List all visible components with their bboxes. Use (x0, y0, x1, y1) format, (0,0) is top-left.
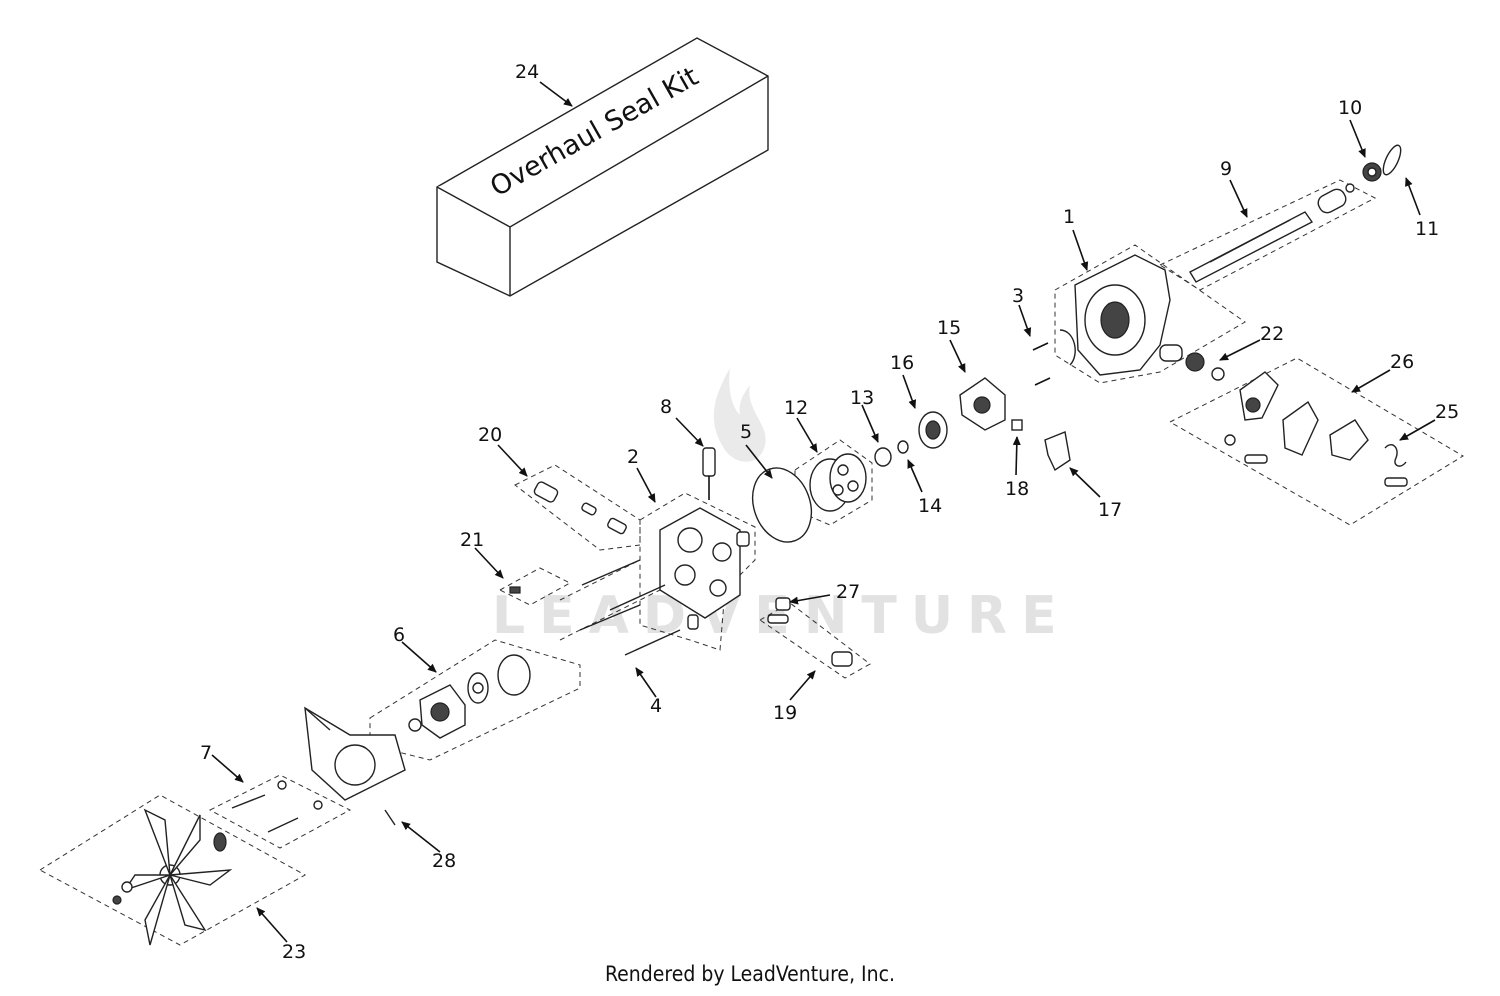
leader-lines (211, 81, 1436, 943)
cooling-fan (112, 808, 233, 946)
group-7-outline (208, 774, 352, 849)
center-section (959, 377, 1006, 431)
main-housing (1059, 254, 1171, 376)
callout-13: 13 (850, 387, 874, 409)
group-21-outline (498, 567, 572, 606)
check-valve-parts (533, 481, 627, 535)
group-outlines (39, 179, 1464, 946)
watermark: LEADVENTURE (492, 368, 1057, 646)
callout-21: 21 (460, 529, 484, 551)
end-cap (659, 507, 750, 630)
group-20-outline (514, 464, 641, 551)
callout-15: 15 (937, 317, 961, 339)
bypass-valve (702, 447, 716, 500)
small-part-21 (509, 586, 521, 594)
o-ring (751, 467, 813, 543)
callout-7: 7 (200, 742, 212, 764)
callout-23: 23 (282, 941, 306, 963)
callout-11: 11 (1415, 218, 1439, 240)
callout-5: 5 (740, 421, 752, 443)
pins (1032, 342, 1051, 386)
credit-line: Rendered by LeadVenture, Inc. (605, 962, 895, 986)
group-1-outline (1054, 244, 1246, 384)
charge-pump (408, 654, 531, 739)
callout-numbers: 24 1 9 10 11 3 22 26 25 15 16 13 14 18 1… (200, 61, 1459, 963)
callout-28: 28 (432, 850, 456, 872)
callout-16: 16 (890, 352, 914, 374)
overhaul-seal-kit-box: Overhaul Seal Kit (436, 37, 769, 297)
callout-9: 9 (1220, 158, 1232, 180)
pulley-bolts (213, 780, 323, 852)
callout-18: 18 (1005, 478, 1029, 500)
callout-2: 2 (627, 446, 639, 468)
cylinder-block (809, 453, 867, 512)
callout-1: 1 (1063, 206, 1075, 228)
callout-14: 14 (918, 495, 942, 517)
plug-parts (767, 597, 853, 667)
group-23-outline (39, 794, 307, 946)
group-9-outline (1158, 179, 1377, 291)
callout-24: 24 (515, 61, 539, 83)
seals (874, 411, 948, 467)
callout-20: 20 (478, 424, 502, 446)
control-parts (1159, 344, 1408, 487)
trunnion-parts (1011, 419, 1071, 472)
input-shaft (1189, 144, 1402, 283)
callout-22: 22 (1260, 323, 1284, 345)
callout-19: 19 (773, 702, 797, 724)
callout-6: 6 (393, 624, 405, 646)
group-26-outline (1168, 357, 1464, 526)
callout-10: 10 (1338, 97, 1362, 119)
callout-3: 3 (1012, 285, 1024, 307)
callout-12: 12 (784, 397, 808, 419)
fan-bracket (304, 706, 406, 826)
bolts (579, 559, 681, 656)
callout-27: 27 (836, 581, 860, 603)
callout-8: 8 (660, 396, 672, 418)
callout-26: 26 (1390, 351, 1414, 373)
callout-4: 4 (650, 695, 662, 717)
callout-17: 17 (1098, 499, 1122, 521)
callout-25: 25 (1435, 401, 1459, 423)
